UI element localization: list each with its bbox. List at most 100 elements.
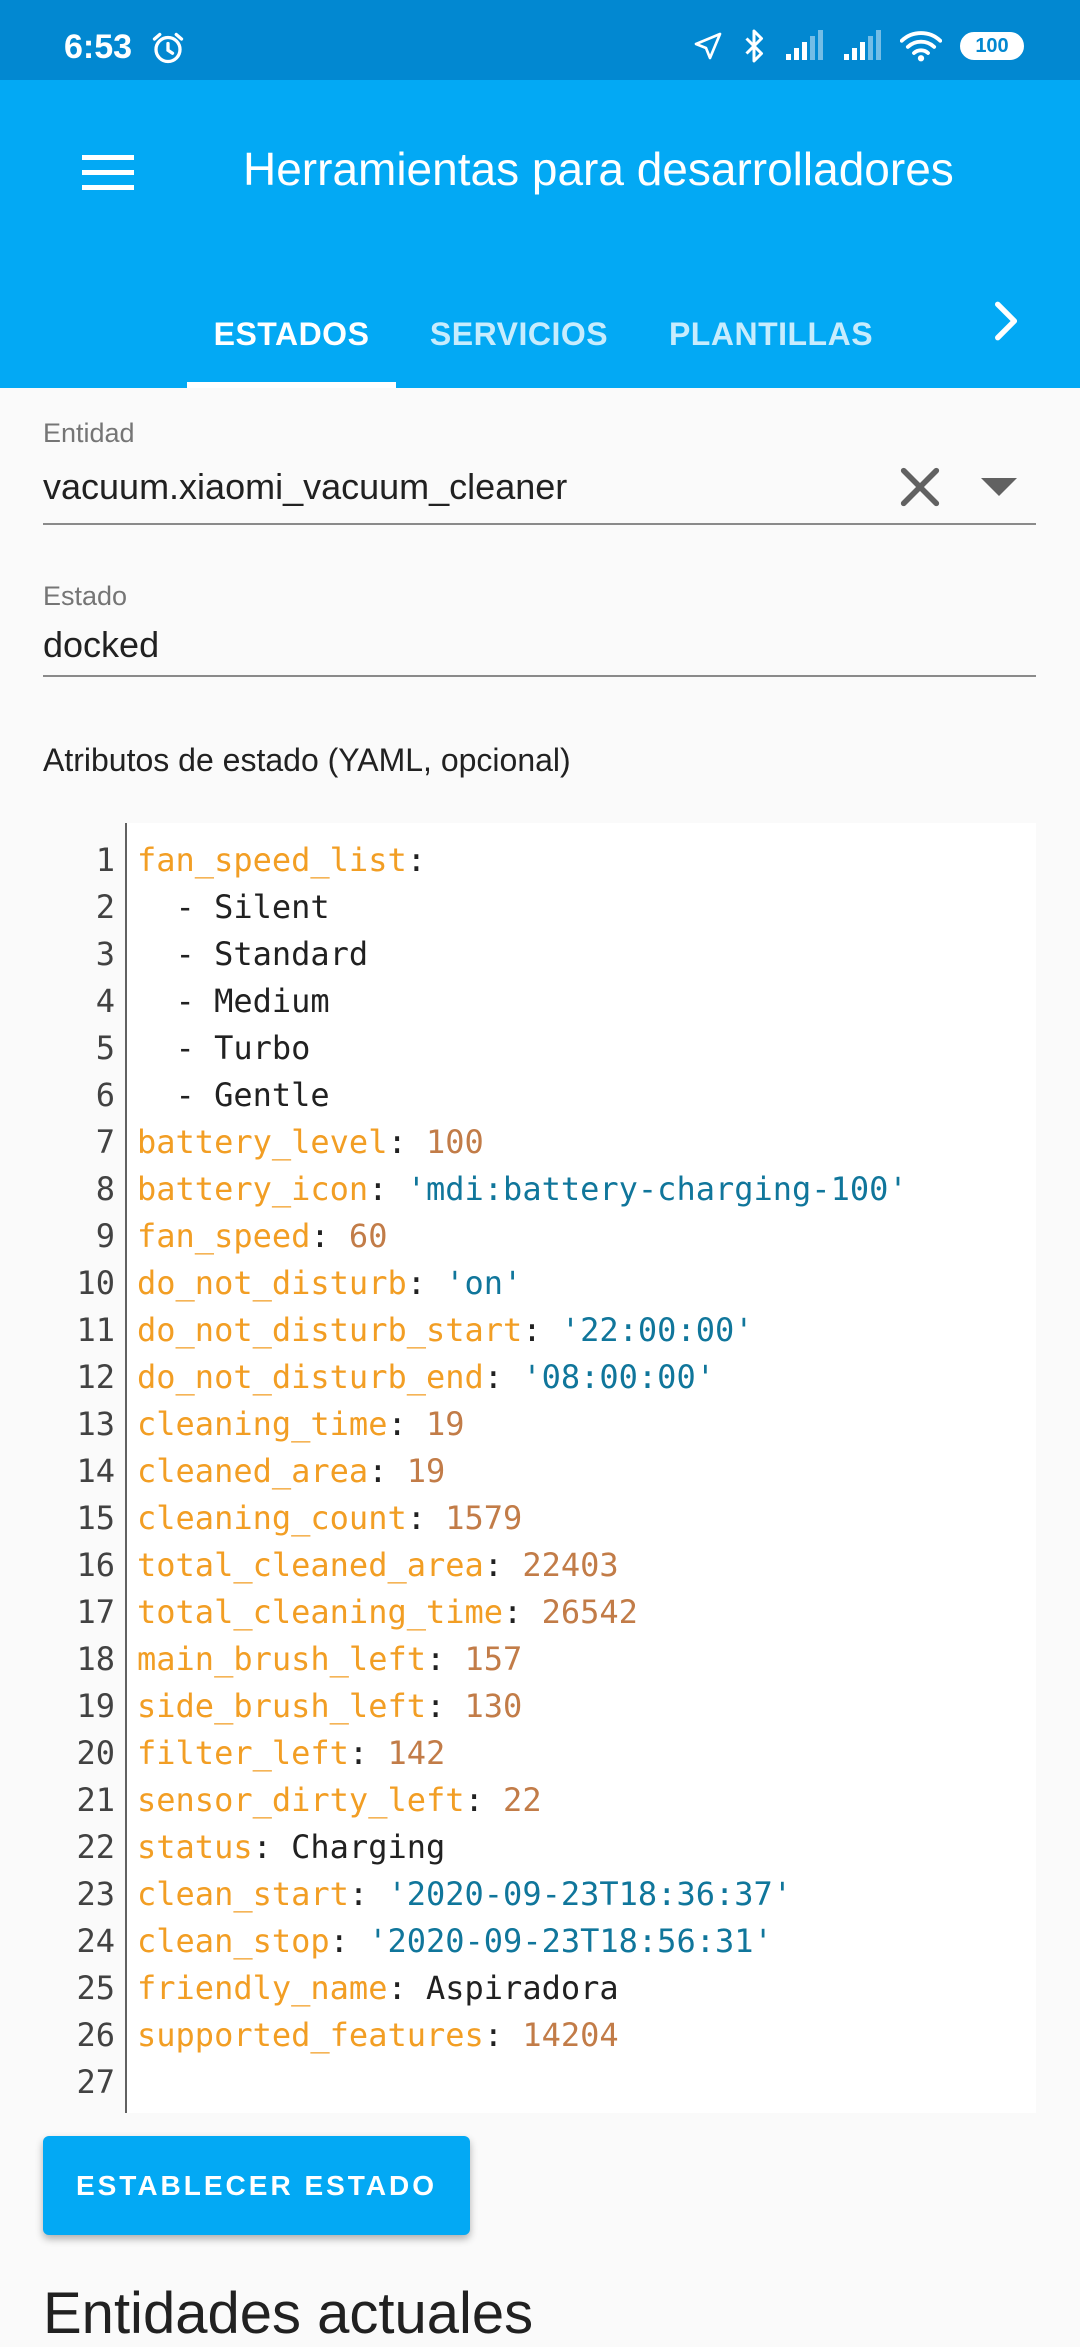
yaml-key: do_not_disturb_end [137,1358,484,1396]
yaml-key: cleaning_time [137,1405,388,1443]
yaml-value: 142 [387,1734,446,1772]
yaml-value: 14204 [522,2016,619,2054]
line-number: 19 [76,1687,115,1725]
line-code: - Gentle [137,1072,330,1119]
line-number: 23 [76,1875,115,1913]
code-line: 23 clean_start: '2020-09-23T18:36:37' [43,1871,1036,1918]
active-tab-indicator [187,382,396,388]
line-number: 10 [76,1264,115,1302]
status-icons: 100 [692,26,1024,66]
line-number: 6 [95,1076,115,1114]
code-line: 27 [43,2059,1036,2106]
code-line: 6 - Gentle [43,1072,1036,1119]
alarm-icon [152,32,184,64]
line-code: - Silent [137,884,330,931]
code-line: 17 total_cleaning_time: 26542 [43,1589,1036,1636]
yaml-list-item: - Standard [137,935,369,973]
status-time: 6:53 [64,28,133,66]
line-code: main_brush_left: 157 [137,1640,523,1678]
line-code: side_brush_left: 130 [137,1687,523,1725]
line-number: 20 [76,1734,115,1772]
tab-servicios[interactable]: SERVICIOS [429,316,609,352]
code-line: 3 - Standard [43,931,1036,978]
yaml-list-item: - Gentle [137,1076,330,1114]
line-code: supported_features: 14204 [137,2016,619,2054]
menu-icon[interactable] [62,130,146,214]
state-field-underline [43,675,1036,677]
dropdown-arrow-icon[interactable] [978,472,1020,502]
code-line: 19 side_brush_left: 130 [43,1683,1036,1730]
entity-field[interactable]: vacuum.xiaomi_vacuum_cleaner [43,466,568,507]
line-number: 8 [95,1170,115,1208]
yaml-key: cleaned_area [137,1452,369,1490]
code-line: 2 - Silent [43,884,1036,931]
signal-icon [786,30,823,60]
line-number: 22 [76,1828,115,1866]
yaml-key: clean_stop [137,1922,330,1960]
line-code: filter_left: 142 [137,1734,446,1772]
yaml-key: battery_level [137,1123,388,1161]
line-code: - Medium [137,978,330,1025]
code-line: 5 - Turbo [43,1025,1036,1072]
line-code: do_not_disturb_end: '08:00:00' [137,1358,715,1396]
state-field[interactable]: docked [43,624,160,665]
yaml-key: main_brush_left [137,1640,426,1678]
location-arrow-icon [694,32,722,60]
yaml-value: 'mdi:battery-charging-100' [406,1170,908,1208]
battery-icon: 100 [960,32,1024,60]
line-code: total_cleaning_time: 26542 [137,1593,638,1631]
line-number: 14 [76,1452,115,1490]
line-number: 2 [95,888,115,926]
yaml-key: fan_speed_list [137,841,407,879]
yaml-value: 22403 [522,1546,619,1584]
code-line: 12 do_not_disturb_end: '08:00:00' [43,1354,1036,1401]
yaml-key: total_cleaning_time [137,1593,504,1631]
entity-field-underline [43,523,1036,525]
current-entities-heading: Entidades actuales [43,2281,534,2346]
yaml-value: 100 [425,1123,484,1161]
entity-field-label: Entidad [43,418,135,448]
tab-plantillas[interactable]: PLANTILLAS [668,316,874,352]
line-number: 15 [76,1499,115,1537]
line-number-gutter [43,823,127,2113]
state-field-label: Estado [43,581,128,611]
yaml-value: 22 [503,1781,542,1819]
line-number: 26 [76,2016,115,2054]
yaml-list-item: - Silent [137,888,330,926]
status-bar: 6:53 100 [0,0,1080,80]
line-number: 11 [76,1311,115,1349]
line-number: 1 [95,841,115,879]
yaml-key: battery_icon [137,1170,369,1208]
set-state-button[interactable]: ESTABLECER ESTADO [43,2136,470,2235]
line-number: 7 [95,1123,115,1161]
tab-estados[interactable]: ESTADOS [213,316,370,352]
yaml-value: Charging [291,1828,446,1866]
chevron-right-icon[interactable] [980,296,1030,346]
line-number: 24 [76,1922,115,1960]
line-number: 12 [76,1358,115,1396]
yaml-key: clean_start [137,1875,349,1913]
yaml-list-item: - Turbo [137,1029,311,1067]
yaml-value: '2020-09-23T18:36:37' [387,1875,793,1913]
line-code: - Turbo [137,1025,311,1072]
yaml-key: side_brush_left [137,1687,426,1725]
line-code: fan_speed_list: [137,841,426,879]
line-code: sensor_dirty_left: 22 [137,1781,542,1819]
line-code: clean_start: '2020-09-23T18:36:37' [137,1875,793,1913]
code-line: 26 supported_features: 14204 [43,2012,1036,2059]
line-number: 27 [76,2063,115,2101]
yaml-key: supported_features [137,2016,484,2054]
bluetooth-icon [745,29,763,63]
close-icon[interactable] [892,459,948,515]
line-number: 17 [76,1593,115,1631]
line-number: 25 [76,1969,115,2007]
yaml-value: 157 [464,1640,523,1678]
wifi-icon [900,31,942,62]
